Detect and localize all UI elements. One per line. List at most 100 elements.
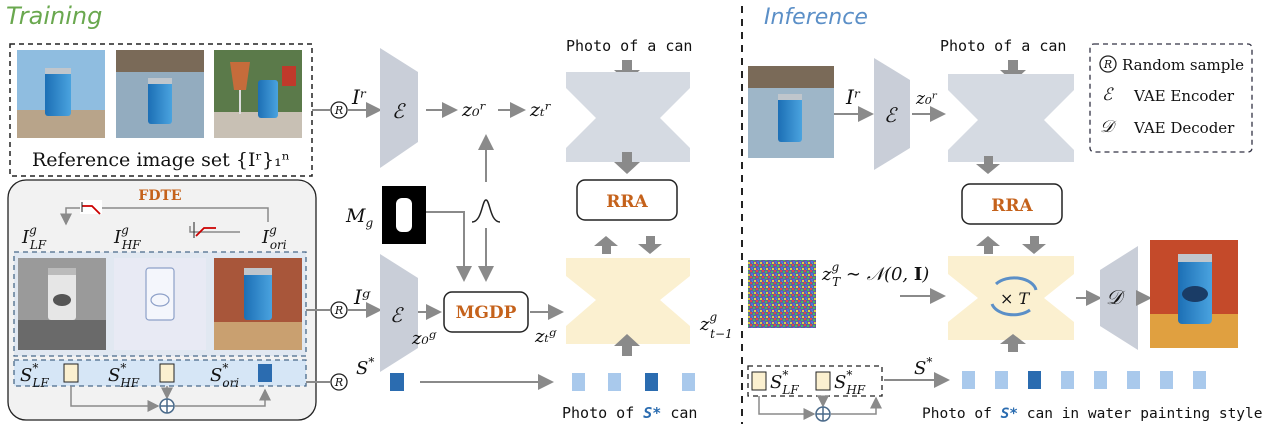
reference-set-box <box>9 43 313 177</box>
highfreq-image <box>114 258 206 350</box>
encoder-label-inf: ℰ <box>884 103 898 127</box>
reference-set-label: Reference image set {Iʳ}₁ⁿ <box>32 149 290 171</box>
s-hf-token <box>159 363 175 383</box>
reference-photo-1 <box>17 50 105 138</box>
s-lf-label: S*LF <box>20 361 49 390</box>
vae-decoder <box>1100 246 1138 350</box>
mgdp-box <box>443 291 529 333</box>
mg-label: Mg <box>345 205 373 230</box>
decoder-label: 𝒟 <box>1106 285 1126 309</box>
rra-label-inf: RRA <box>991 196 1033 216</box>
inf-s-lf-label: S*LF <box>770 368 799 397</box>
legend-item-decoder: 𝒟 VAE Decoder <box>1100 117 1235 137</box>
vae-encoder-bottom <box>380 254 418 372</box>
inf-s-hf-token <box>815 371 831 391</box>
s-lf-token <box>63 363 79 383</box>
svg-text:Random sample: Random sample <box>1122 56 1244 74</box>
prompt-tokens-inf <box>962 371 1206 389</box>
ztr-label: zₜʳ <box>529 99 552 121</box>
z0r-label: z₀ʳ <box>461 99 487 121</box>
encoder-label-bottom: ℰ <box>390 303 404 327</box>
z0r-label-inf: z₀ʳ <box>915 89 938 109</box>
z0g-label: z₀ᵍ <box>411 328 437 349</box>
legend-item-random: R Random sample <box>1099 55 1244 74</box>
svg-text:ℰ: ℰ <box>1102 85 1114 105</box>
s-ori-token <box>258 364 272 382</box>
arrow-unet-up <box>594 236 618 254</box>
arrow-tokens-to-unet <box>614 334 640 356</box>
ig-label: Iᵍ <box>353 285 371 309</box>
inf-s-hf-label: S*HF <box>834 368 866 397</box>
reference-photo-3 <box>214 50 302 138</box>
ir-label-inf: Iʳ <box>845 85 861 109</box>
highpass-filter-icon <box>193 222 216 238</box>
arrow-inf-unet-up <box>976 236 1000 254</box>
prompt-bottom-inf: Photo of S* can in water painting style <box>922 406 1262 422</box>
inference-header: Inference <box>764 5 868 30</box>
arrow-sum-to-ori <box>175 388 271 407</box>
prompt-tokens-train <box>572 373 695 391</box>
arrow-unet-to-rra <box>614 152 640 174</box>
lowfreq-image <box>18 258 106 350</box>
prompt-top-train: Photo of a can <box>566 37 692 55</box>
svg-text:VAE Decoder: VAE Decoder <box>1133 119 1235 137</box>
arrow-lf-to-sum <box>70 386 160 412</box>
inference-ref-photo <box>748 66 834 158</box>
encoder-label-top: ℰ <box>392 99 406 123</box>
times-t-label: × T <box>1000 289 1030 308</box>
s-star-label-inf: S* <box>914 355 932 379</box>
vae-encoder-inf <box>874 58 910 170</box>
s-ori-label: S*ori <box>210 361 239 390</box>
inf-s-lf-token <box>751 371 767 391</box>
training-header: Training <box>6 2 102 30</box>
rra-label-train: RRA <box>606 192 648 212</box>
arrow-prompt-top <box>614 60 640 82</box>
lowpass-filter-icon <box>80 200 102 215</box>
legend-box <box>1089 43 1253 153</box>
s-star-label-train: S* <box>356 355 374 379</box>
random-sample-icon-mid: R <box>330 301 348 319</box>
loop-icon <box>990 276 1038 317</box>
svg-text:𝒟: 𝒟 <box>1100 117 1117 137</box>
random-sample-icon-bottom: R <box>330 373 348 391</box>
arrow-inf-tokens-to-unet <box>1000 334 1026 352</box>
prompt-top-inf: Photo of a can <box>940 37 1066 55</box>
arrow-inf-prompt-top <box>1000 60 1026 82</box>
mgdp-label: MGDP <box>456 303 517 323</box>
original-image <box>214 258 302 350</box>
unet-top-inf <box>948 74 1074 162</box>
svg-text:R: R <box>334 376 343 389</box>
noise-image <box>748 260 816 328</box>
arrow-inf-rra-down <box>1022 236 1046 254</box>
unet-top-train <box>566 72 690 162</box>
arrow-inf-unet-to-rra <box>976 156 1000 174</box>
prompt-bottom-train: Photo of S* can <box>562 404 697 422</box>
vae-encoder-top <box>380 48 418 168</box>
output-painting <box>1150 240 1238 348</box>
inf-arrow-lf-to-sum <box>758 396 816 420</box>
arrow-mask-to-mgdp <box>426 211 472 282</box>
s-star-token-train <box>390 373 404 391</box>
svg-text:VAE Encoder: VAE Encoder <box>1133 87 1235 105</box>
random-sample-icon-top: R <box>330 101 348 119</box>
legend-item-encoder: ℰ VAE Encoder <box>1102 85 1235 105</box>
ztg-label: zₜᵍ <box>534 326 557 347</box>
arrow-rra-down <box>638 236 662 254</box>
rra-box-train <box>576 179 678 221</box>
inf-token-panel <box>747 365 883 397</box>
arrow-ori-to-hf <box>189 226 240 233</box>
gaussian-icon <box>471 199 501 223</box>
unet-bottom-train <box>566 258 690 344</box>
fdte-title: FDTE <box>138 188 181 204</box>
ir-label-train: Iʳ <box>351 85 367 109</box>
s-hf-label: S*HF <box>108 361 140 390</box>
arrow-ori-to-lf <box>60 207 269 226</box>
svg-text:R: R <box>334 104 343 117</box>
reference-photo-2 <box>116 50 204 138</box>
svg-text:R: R <box>334 304 343 317</box>
rra-box-inf <box>961 183 1063 225</box>
